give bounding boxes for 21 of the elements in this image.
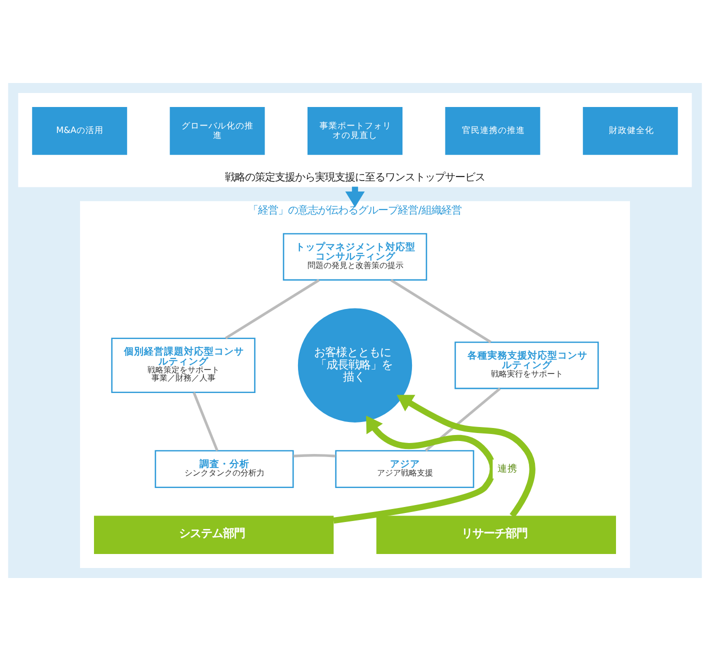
node-box: トップマネジメント対応型コンサルティング 問題の発見と改善策の提示 bbox=[282, 233, 428, 281]
node-box: 各種実務支援対応型コンサルティング 戦略実行をサポート bbox=[454, 342, 599, 390]
node-circle: お客様とともに「成長戦略」を描く bbox=[298, 308, 412, 422]
connector bbox=[224, 279, 320, 340]
connector bbox=[293, 454, 336, 458]
connector bbox=[390, 279, 492, 344]
node-box: 調査・分析 シンクタンクの分析力 bbox=[154, 450, 294, 488]
arrow bbox=[333, 416, 496, 524]
node-box: 個別経営課題対応型コンサルティング 戦略策定をサポート 事業／財務／人事 bbox=[111, 338, 256, 394]
node-box: 事業ポートフォリオの見直し bbox=[308, 106, 402, 155]
node-box: システム部門 bbox=[94, 516, 334, 554]
connector bbox=[424, 388, 501, 452]
node-box: M&Aの活用 bbox=[32, 106, 128, 155]
node-box: 財政健全化 bbox=[582, 106, 678, 155]
node-box: リサーチ部門 bbox=[376, 516, 616, 554]
node-box: 官民連携の推進 bbox=[445, 106, 540, 155]
connector bbox=[192, 392, 218, 452]
node-box: アジア アジア戦略支援 bbox=[335, 450, 474, 488]
node-box: グローバル化の推進 bbox=[170, 106, 265, 155]
arrow bbox=[396, 394, 536, 518]
edge-label: 連携 bbox=[497, 464, 518, 475]
